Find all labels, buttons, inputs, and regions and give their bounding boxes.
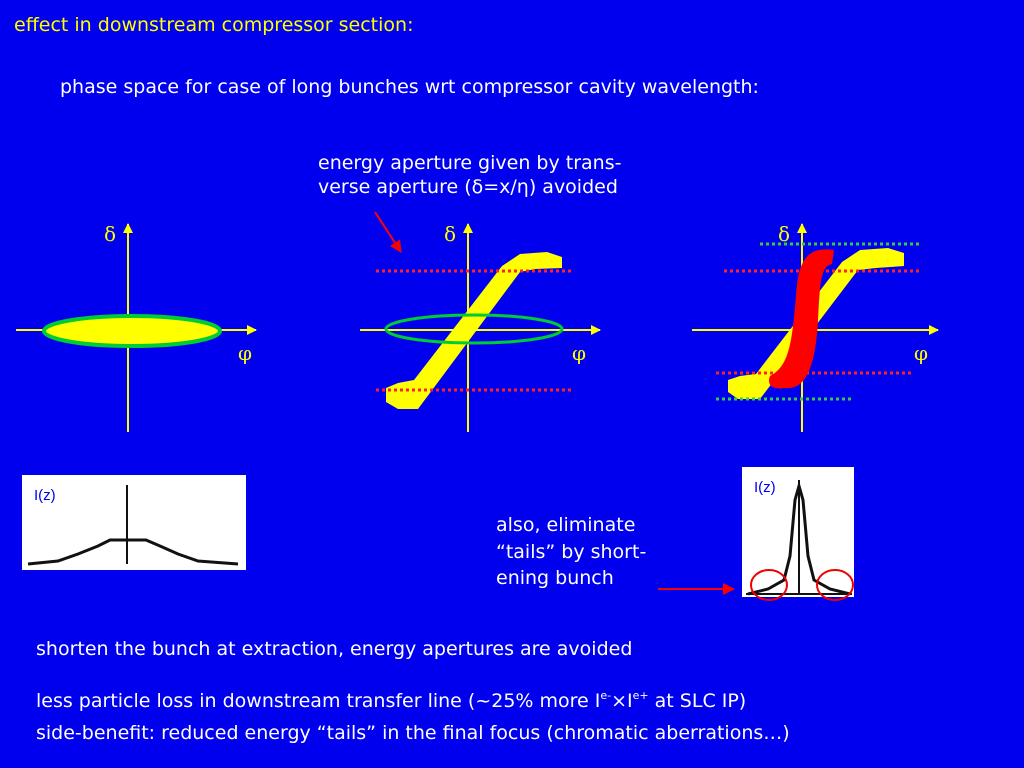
aperture-arrow	[374, 211, 402, 253]
phi-label: φ	[238, 341, 252, 365]
delta-label: δ	[444, 222, 456, 246]
benefit-particle-loss: less particle loss in downstream transfe…	[36, 690, 746, 714]
note-line: “tails” by short-	[496, 540, 647, 563]
bunch-ellipse	[42, 314, 222, 348]
profile-panel	[22, 475, 246, 570]
electron-superscript: e-	[600, 689, 612, 702]
energy-aperture-note: energy aperture given by trans- verse ap…	[318, 152, 621, 200]
current-profile-short: I(z)	[742, 467, 854, 601]
profile-label: I(z)	[754, 479, 776, 496]
profile-curve	[747, 480, 851, 596]
note-text: ) avoided	[528, 175, 618, 198]
tail-circle-left	[750, 569, 788, 601]
initial-bunch-outline	[384, 313, 564, 345]
rotated-bunch	[386, 252, 562, 409]
benefit-energy-tails: side-benefit: reduced energy “tails” in …	[36, 722, 790, 744]
shorten-note: shorten the bunch at extraction, energy …	[36, 638, 633, 660]
phi-label: φ	[572, 341, 586, 365]
phase-plot-rotated: δ φ	[360, 211, 601, 432]
profile-label: I(z)	[34, 487, 56, 504]
slide-title: effect in downstream compressor section:	[14, 14, 414, 36]
tails-note: also, eliminate “tails” by short- ening …	[496, 512, 646, 592]
current-profile-long: I(z)	[22, 475, 246, 570]
delta-label: δ	[778, 222, 790, 246]
note-line: verse aperture (δ=x/η) avoided	[318, 176, 621, 200]
benefit-text: at SLC IP)	[648, 690, 747, 712]
phase-plot-initial: δ φ	[16, 222, 257, 432]
note-line: ening bunch	[496, 567, 614, 590]
note-line: energy aperture given by trans-	[318, 152, 622, 174]
compressed-bunch	[768, 249, 834, 389]
positron-superscript: e+	[632, 689, 649, 702]
delta-label: δ	[104, 222, 116, 246]
benefit-text: less particle loss in downstream transfe…	[36, 690, 601, 712]
profile-curve	[27, 538, 239, 566]
note-text: verse aperture (	[318, 175, 472, 198]
slide-subtitle: phase space for case of long bunches wrt…	[60, 76, 759, 98]
note-line: also, eliminate	[496, 514, 636, 536]
phi-label: φ	[914, 341, 928, 365]
aperture-formula: δ=x/η	[471, 175, 529, 198]
benefit-text: I	[627, 690, 633, 712]
times-symbol: ×	[611, 690, 628, 712]
tail-circle-right	[816, 569, 854, 601]
phase-plot-shortened: δ φ	[692, 222, 939, 432]
